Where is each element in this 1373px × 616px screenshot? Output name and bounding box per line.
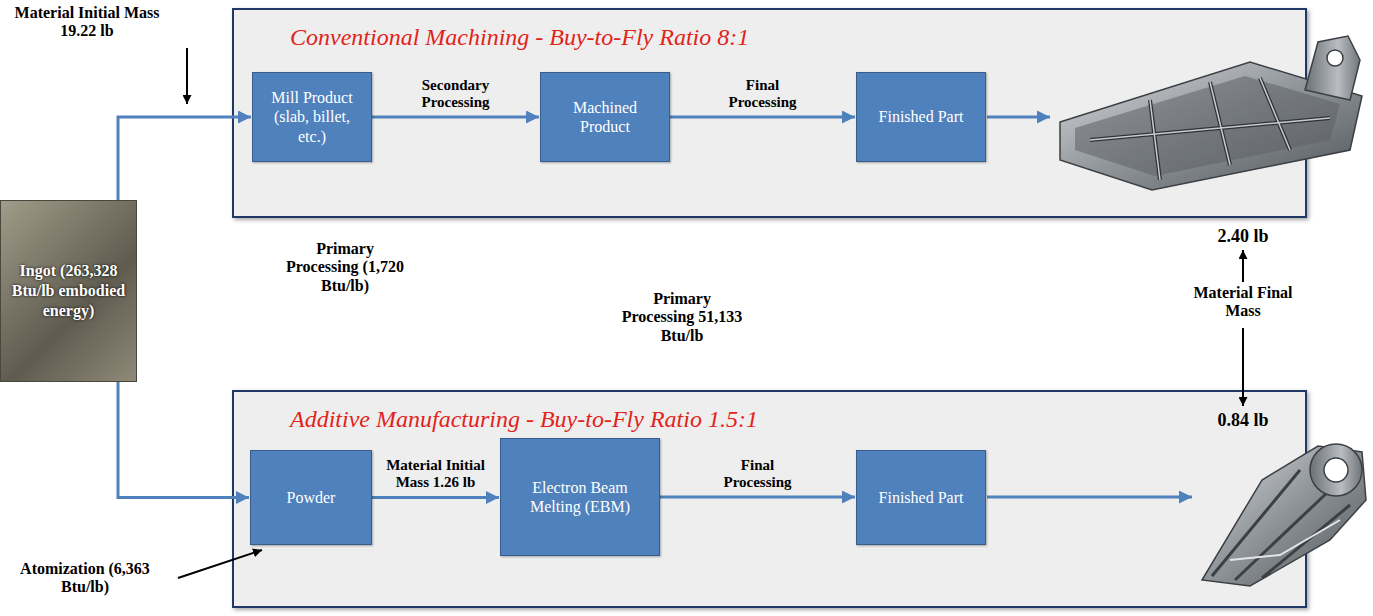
label-holder: Material Initial Mass 19.22 lb — [12, 4, 162, 41]
annotation-label: Material Initial Mass 19.22 lb — [12, 4, 162, 41]
box-text: Ingot (263,328 Btu/lb embodied energy) — [7, 261, 130, 321]
process-box: Powder — [250, 450, 372, 545]
annotation-label: Atomization (6,363 Btu/lb) — [20, 560, 150, 597]
process-box: Finished Part — [856, 72, 986, 162]
annotation-label: Material Final Mass — [1183, 284, 1303, 321]
label-holder: Atomization (6,363 Btu/lb) — [20, 560, 150, 597]
label-holder: Final Processing — [706, 457, 810, 492]
label-holder: 0.84 lb — [1193, 410, 1293, 431]
process-box: Machined Product — [540, 72, 670, 162]
edge-label: Final Processing — [711, 77, 815, 112]
flow-arrow — [118, 382, 249, 498]
edge-label: Final Processing — [706, 457, 810, 492]
box-text: Mill Product (slab, billet, etc.) — [259, 88, 365, 146]
ingot-block: Ingot (263,328 Btu/lb embodied energy) — [0, 200, 137, 382]
panel-title: Conventional Machining - Buy-to-Fly Rati… — [234, 10, 1305, 51]
box-text: Finished Part — [879, 488, 964, 507]
annotation-label: Primary Processing 51,133 Btu/lb — [617, 290, 747, 345]
label-holder: Final Processing — [711, 77, 815, 112]
output-arrow — [987, 496, 1192, 499]
pointer-arrow — [1242, 328, 1244, 406]
label-holder: Secondary Processing — [404, 77, 508, 112]
process-box: Electron Beam Melting (EBM) — [500, 438, 660, 556]
label-holder: Primary Processing (1,720 Btu/lb) — [280, 240, 410, 295]
label-holder: 2.40 lb — [1193, 226, 1293, 247]
annotation-label: Primary Processing (1,720 Btu/lb) — [280, 240, 410, 295]
edge-label: Secondary Processing — [404, 77, 508, 112]
flow-arrow — [118, 117, 251, 200]
flow-arrow — [660, 496, 855, 499]
pointer-arrow — [178, 550, 262, 578]
process-panel: Additive Manufacturing - Buy-to-Fly Rati… — [232, 390, 1307, 608]
edge-label: Material Initial Mass 1.26 lb — [384, 457, 488, 492]
box-text: Powder — [287, 488, 336, 507]
process-box: Mill Product (slab, billet, etc.) — [252, 72, 372, 162]
flow-arrow — [372, 496, 499, 499]
machined-part-picture — [1060, 36, 1362, 190]
flow-arrow — [670, 116, 855, 119]
process-box: Finished Part — [856, 450, 986, 545]
label-holder: Material Final Mass — [1183, 284, 1303, 321]
pointer-arrow — [1242, 250, 1244, 282]
label-holder: Primary Processing 51,133 Btu/lb — [617, 290, 747, 345]
output-arrow — [987, 116, 1050, 119]
process-panel: Conventional Machining - Buy-to-Fly Rati… — [232, 8, 1307, 218]
box-text: Electron Beam Melting (EBM) — [507, 478, 653, 516]
annotation-label: 0.84 lb — [1193, 410, 1293, 431]
pointer-arrow — [186, 48, 188, 104]
additive-part-picture — [1202, 444, 1366, 586]
panel-title: Additive Manufacturing - Buy-to-Fly Rati… — [234, 392, 1305, 433]
label-holder: Material Initial Mass 1.26 lb — [384, 457, 488, 492]
annotation-label: 2.40 lb — [1193, 226, 1293, 247]
box-text: Finished Part — [879, 107, 964, 126]
flow-arrow — [372, 116, 539, 119]
box-text: Machined Product — [547, 98, 663, 136]
